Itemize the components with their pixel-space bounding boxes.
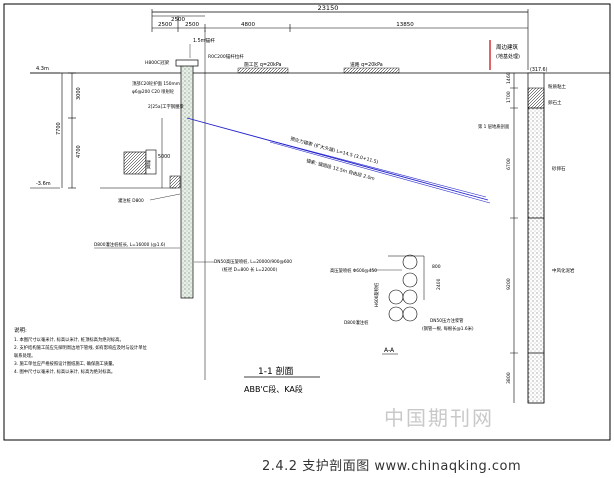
label-top-note: R0C200锚杆拉杆 <box>208 53 244 60</box>
soil-column: 1460 1700 6700 9200 3800 粉质粘土 卵石土 砂卵石 中风… <box>478 72 575 404</box>
label-right-layer-2: 卵石土 <box>548 99 562 106</box>
label-work-area-2: 道路 q=20kPa <box>350 61 383 68</box>
dim-left-upper: 3000 <box>76 87 82 100</box>
anchor-cable: 预应力锚索 (扩大头锚) L=14.5 (3.0+11.5) 锚索: 锚固段 1… <box>186 117 491 204</box>
label-deep-stir-sub: (桩径 D=800 长 L=22000) <box>222 266 277 273</box>
dim-upper-left: 2500 <box>171 17 185 23</box>
figure-caption: 2.4.2 支护剖面图 www.chinaqking.com <box>262 459 522 474</box>
left-elevations: 4.3m -3.6m 3000 4700 7700 <box>30 66 82 189</box>
dim-pile-spacing-b: 2400 <box>436 278 442 290</box>
section-title: 1-1 剖面 <box>258 365 294 377</box>
dim-seg-1: 2500 <box>158 22 172 28</box>
label-detail-2: D800灌注桩 <box>344 319 369 326</box>
dim-right-5: 3800 <box>506 372 512 384</box>
notes-block: 说明: 1. 本图尺寸以毫米计, 标高以米计, 桩顶标高为绝对标高。 2. 支护… <box>14 326 148 375</box>
notes-title: 说明: <box>14 326 27 334</box>
dim-left-lower: 4700 <box>76 145 82 158</box>
notes-line-1: 1. 本图尺寸以毫米计, 标高以米计, 桩顶标高为绝对标高。 <box>14 336 124 343</box>
label-waist-beam: 2[25a]工字钢腰梁 <box>148 103 184 110</box>
dim-left-middle: 7700 <box>56 122 62 135</box>
section-subtitle: ABB'C段、KA段 <box>244 384 303 394</box>
label-surcharge-sub: (地基处理) <box>496 53 520 60</box>
label-deep-stir: DN50高压旋喷桩, L=20000/900@600 <box>214 258 292 265</box>
elev-top-left: 4.3m <box>36 66 49 72</box>
dim-inner-pile: 5000 <box>158 154 170 160</box>
notes-line-5: 4. 图中尺寸以毫米计, 标高以米计, 标高为绝对标高。 <box>14 368 115 375</box>
notes-line-2: 2. 支护结构施工前应先探明周边地下管线, 如有影响应及时与设计单位 <box>14 344 148 351</box>
dim-seg-2: 2500 <box>185 22 199 28</box>
label-pile-mid: D800灌注桩桩长, L=16000 (@1.6) <box>94 241 166 248</box>
label-right-layer-4: 中风化泥岩 <box>552 267 575 274</box>
label-work-area-1: 施工区 q=20kPa <box>244 61 282 68</box>
label-detail-5: (钢管一根, 每根长@1.6米) <box>422 325 474 332</box>
dim-right-3: 6700 <box>506 158 512 170</box>
top-dimension: 23150 2500 2500 4800 13850 2500 <box>151 4 529 70</box>
detail-aa: 800 2400 高压旋喷桩 Φ600@450 D800灌注桩 H600旋喷桩 … <box>330 254 474 355</box>
elev-mid-left: -3.6m <box>36 181 51 187</box>
left-building: 建筑 <box>100 149 181 189</box>
dim-seg-4: 13850 <box>396 22 414 28</box>
elev-right-top: (317.6) <box>530 67 548 73</box>
notes-line-3: 联系处理。 <box>14 352 35 359</box>
ground-hatch-work <box>237 67 400 74</box>
dim-pile-spacing-a: 800 <box>432 264 441 270</box>
dim-right-2: 1700 <box>506 91 512 103</box>
dim-seg-3: 4800 <box>241 22 255 28</box>
left-labels: 1.5m锚杆 R0C200锚杆拉杆 H800C冠梁 顶部C20砼护面 150mm… <box>94 37 292 273</box>
retaining-pile <box>175 59 199 299</box>
label-detail-1: 高压旋喷桩 Φ600@450 <box>330 267 377 274</box>
label-pile-type: 灌注桩 D800 <box>118 197 144 204</box>
label-right-layer-1: 粉质粘土 <box>548 83 566 90</box>
dim-right-1: 1460 <box>506 72 512 84</box>
label-left-block-1: 顶部C20砼护面 150mm <box>132 80 180 87</box>
label-detail-3: H600旋喷桩 <box>373 282 380 307</box>
detail-title: A-A <box>384 347 395 354</box>
label-surcharge: 周边建筑 <box>496 43 519 51</box>
label-crown-beam: H800C冠梁 <box>145 59 170 66</box>
dim-top-total: 23150 <box>318 4 339 12</box>
label-right-layer-3: 砂卵石 <box>552 165 566 172</box>
label-detail-4: DN50压力注浆管 <box>430 317 464 324</box>
section-title-block: 1-1 剖面 ABB'C段、KA段 <box>244 365 320 394</box>
dim-right-4: 9200 <box>506 278 512 290</box>
inner-dim: 5000 <box>158 118 170 188</box>
label-cap-beam: 1.5m锚杆 <box>193 37 215 44</box>
label-left-block-2: φ6@200 C20 喷射砼 <box>132 88 175 95</box>
notes-line-4: 3. 施工单位应严格按照设计图纸施工, 确保施工质量。 <box>14 360 117 367</box>
drawing-border <box>3 3 611 441</box>
label-anchor-1: 预应力锚索 (扩大头锚) L=14.5 (3.0+11.5) <box>289 135 379 165</box>
label-right-tag: 第 1 层地质剖面 <box>478 123 510 130</box>
label-dome: 建筑 <box>146 159 151 171</box>
surcharge-marker: 周边建筑 (地基处理) <box>489 40 520 70</box>
watermark: 中国期刊网 <box>384 406 494 430</box>
